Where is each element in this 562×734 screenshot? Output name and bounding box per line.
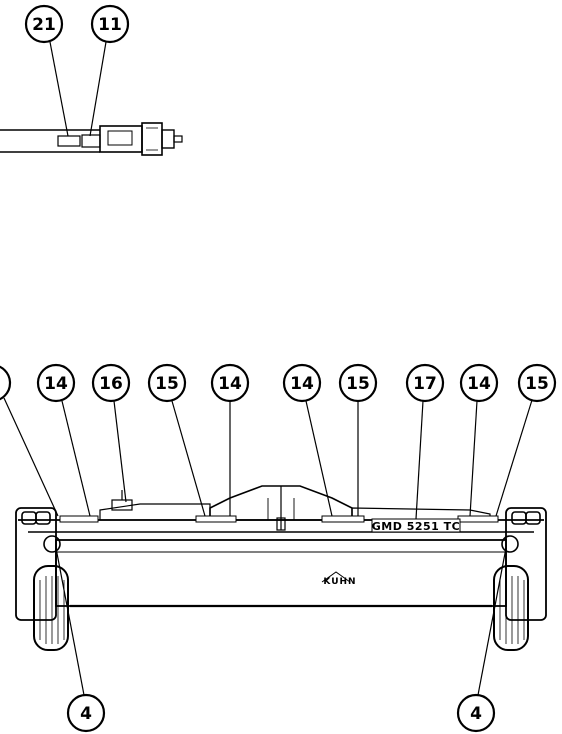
svg-text:15: 15	[155, 374, 179, 394]
kuhn-logo: KUHN	[321, 571, 356, 587]
callout-14: 14	[210, 363, 250, 403]
svg-text:14: 14	[290, 374, 314, 394]
callout-cropped	[0, 365, 12, 401]
callout-15: 15	[517, 363, 557, 403]
svg-text:14: 14	[44, 374, 68, 394]
upper-callouts: 14 16 15 14 14 15 17	[0, 363, 557, 520]
svg-text:11: 11	[98, 15, 122, 35]
svg-text:14: 14	[218, 374, 242, 394]
leader-11	[89, 41, 107, 137]
svg-text:KUHN: KUHN	[323, 577, 356, 587]
svg-text:4: 4	[80, 704, 92, 724]
callout-14: 14	[459, 363, 499, 403]
callout-15: 15	[147, 363, 187, 403]
callout-11: 11	[90, 4, 130, 44]
callout-4-right: 4	[456, 693, 496, 733]
svg-text:16: 16	[99, 374, 123, 394]
leader-21	[49, 41, 69, 137]
leader-4-left	[55, 547, 85, 696]
callout-15: 15	[338, 363, 378, 403]
mower-front-view	[15, 485, 547, 651]
callout-4-left: 4	[66, 693, 106, 733]
top-view-drawbar	[0, 122, 183, 156]
decal-strips	[59, 515, 499, 523]
callout-16: 16	[91, 363, 131, 403]
svg-text:4: 4	[470, 704, 482, 724]
svg-text:GMD 5251 TC: GMD 5251 TC	[372, 520, 460, 533]
svg-text:14: 14	[467, 374, 491, 394]
leader-4-right	[477, 547, 507, 696]
svg-text:21: 21	[32, 15, 56, 35]
callout-14: 14	[282, 363, 322, 403]
svg-text:15: 15	[346, 374, 370, 394]
callout-21: 21	[24, 4, 64, 44]
callout-17: 17	[405, 363, 445, 403]
svg-text:17: 17	[413, 374, 437, 394]
callout-14: 14	[36, 363, 76, 403]
model-decal: GMD 5251 TC	[371, 518, 461, 533]
svg-text:15: 15	[525, 374, 549, 394]
